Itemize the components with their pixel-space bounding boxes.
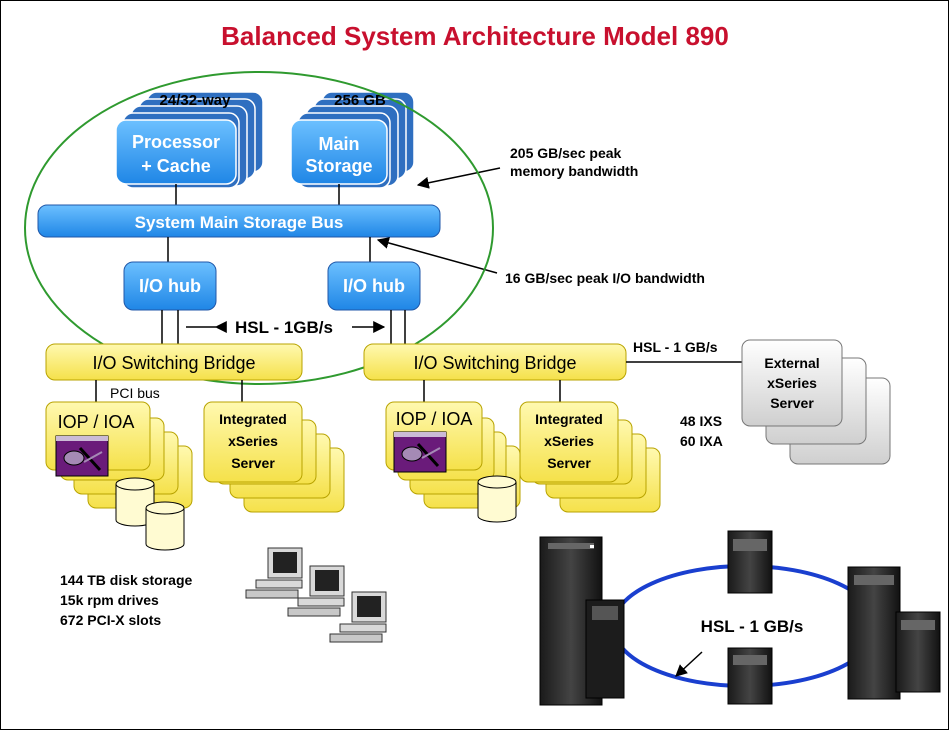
- iop-right-card-icon: [393, 431, 447, 473]
- disk-stats-line1: 144 TB disk storage: [60, 572, 192, 588]
- pci-bus-label: PCI bus: [110, 385, 160, 401]
- iop-left-card-icon: [55, 435, 109, 477]
- workstation-3-icon: [329, 591, 387, 643]
- hsl-center-label: HSL - 1GB/s: [235, 318, 333, 337]
- iop-left-label: IOP / IOA: [58, 412, 135, 432]
- hsl-ring-label: HSL - 1 GB/s: [701, 617, 804, 636]
- storage-size: 256 GB: [334, 92, 386, 109]
- io-hub-right: [327, 261, 421, 311]
- ixs-right-line3: Server: [547, 455, 591, 471]
- processor-count: 24/32-way: [160, 92, 232, 109]
- external-line3: Server: [770, 395, 814, 411]
- ixs-right-box: [519, 401, 619, 483]
- memory-bw-line1: 205 GB/sec peak: [510, 145, 622, 161]
- ixs-left-box: [203, 401, 303, 483]
- ixs-left-line2: xSeries: [228, 433, 278, 449]
- bridge-right-label: I/O Switching Bridge: [413, 353, 576, 373]
- disk-stats-line2: 15k rpm drives: [60, 592, 159, 608]
- iop-right-label: IOP / IOA: [396, 409, 473, 429]
- system-bus: [37, 204, 441, 238]
- io-bw-label: 16 GB/sec peak I/O bandwidth: [505, 270, 705, 286]
- server-top-icon: [727, 530, 773, 594]
- bridge-left: [45, 343, 303, 381]
- core-ellipse: [24, 71, 494, 385]
- memory-bw-arrow: [416, 167, 501, 189]
- server-bottom-icon: [727, 647, 773, 705]
- server-tower-left-icon: [539, 536, 625, 706]
- ixs-right-stack: [519, 401, 661, 513]
- hsl-ring-arrow: [675, 651, 703, 677]
- storage-stack: [290, 91, 415, 189]
- storage-label-line1: Main: [318, 134, 359, 154]
- disk-stats-line3: 672 PCI-X slots: [60, 612, 161, 628]
- external-server-stack: [741, 339, 891, 465]
- external-server-box: [741, 339, 843, 427]
- io-bw-arrow: [376, 237, 498, 274]
- workstation-2-icon: [287, 565, 345, 617]
- io-hub-left: [123, 261, 217, 311]
- disk-left-2-icon: [145, 501, 185, 551]
- hsl-external-label: HSL - 1 GB/s: [633, 339, 718, 355]
- memory-bw-line2: memory bandwidth: [510, 163, 638, 179]
- ixs-count: 48 IXS: [680, 413, 722, 429]
- system-bus-label: System Main Storage Bus: [135, 213, 344, 232]
- processor-label-line1: Processor: [132, 132, 220, 152]
- external-line2: xSeries: [767, 375, 817, 391]
- page-title: Balanced System Architecture Model 890: [221, 21, 729, 51]
- processor-stack: [115, 91, 264, 189]
- bridge-left-label: I/O Switching Bridge: [92, 353, 255, 373]
- ixs-right-line1: Integrated: [535, 411, 603, 427]
- storage-label-line2: Storage: [305, 156, 372, 176]
- external-line1: External: [764, 355, 819, 371]
- io-hub-right-label: I/O hub: [343, 276, 405, 296]
- processor-label-line2: + Cache: [141, 156, 211, 176]
- workstation-1-icon: [245, 547, 303, 599]
- ixs-left-line3: Server: [231, 455, 275, 471]
- io-hub-left-label: I/O hub: [139, 276, 201, 296]
- ixa-count: 60 IXA: [680, 433, 723, 449]
- ixs-left-line1: Integrated: [219, 411, 287, 427]
- ixs-left-stack: [203, 401, 345, 513]
- disk-right-icon: [477, 475, 517, 523]
- ixs-right-line2: xSeries: [544, 433, 594, 449]
- server-right-icon: [847, 566, 941, 700]
